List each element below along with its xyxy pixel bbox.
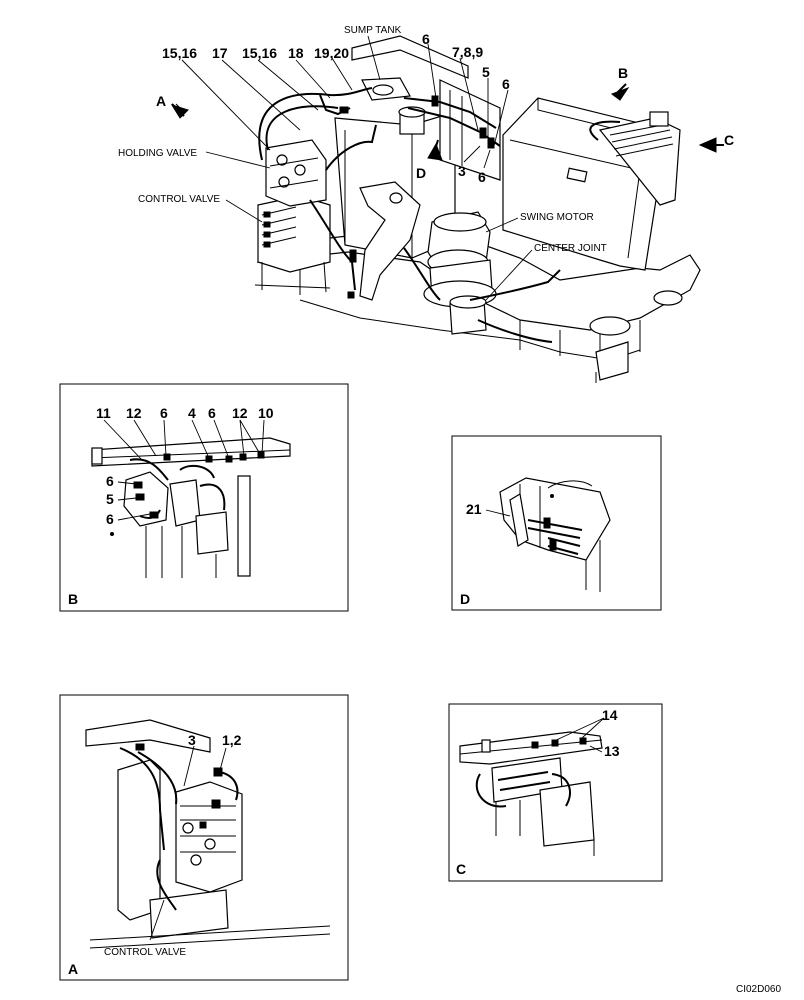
detail-a-view-letter: A — [68, 961, 78, 977]
label-control-valve: CONTROL VALVE — [138, 194, 220, 205]
detail-b-label-6-top-right: 6 — [208, 405, 216, 421]
detail-c-label-14: 14 — [602, 707, 618, 723]
view-arrow-b-label: B — [618, 65, 628, 81]
label-18: 18 — [288, 45, 304, 61]
detail-b — [59, 383, 349, 612]
view-arrow-c-label: C — [724, 132, 734, 148]
detail-b-view-letter: B — [68, 591, 78, 607]
label-5: 5 — [482, 64, 490, 80]
label-7-8-9: 7,8,9 — [452, 44, 483, 60]
label-17: 17 — [212, 45, 228, 61]
detail-a-label-1-2: 1,2 — [222, 732, 242, 748]
main-view — [170, 35, 724, 383]
label-holding-valve: HOLDING VALVE — [118, 148, 197, 159]
detail-b-label-6-side-upper: 6 — [106, 473, 114, 489]
detail-a — [59, 694, 349, 981]
label-15-16-left: 15,16 — [162, 45, 197, 61]
detail-b-label-10: 10 — [258, 405, 274, 421]
detail-d-label-21: 21 — [466, 501, 482, 517]
detail-d — [451, 435, 662, 611]
label-6-mid: 6 — [502, 76, 510, 92]
drawing-code: CI02D060 — [736, 984, 781, 995]
detail-a-label-3: 3 — [188, 732, 196, 748]
view-arrow-d-label: D — [416, 165, 426, 181]
detail-c-view-letter: C — [456, 861, 466, 877]
detail-b-label-12-right: 12 — [232, 405, 248, 421]
detail-b-label-12-left: 12 — [126, 405, 142, 421]
detail-a-label-control-valve: CONTROL VALVE — [104, 947, 186, 958]
label-6-low: 6 — [478, 169, 486, 185]
detail-d-view-letter: D — [460, 591, 470, 607]
label-15-16-right: 15,16 — [242, 45, 277, 61]
detail-c — [448, 703, 663, 882]
detail-b-label-6-top-left: 6 — [160, 405, 168, 421]
detail-b-label-4: 4 — [188, 405, 196, 421]
detail-c-label-13: 13 — [604, 743, 620, 759]
detail-b-label-6-side-lower: 6 — [106, 511, 114, 527]
label-center-joint: CENTER JOINT — [534, 243, 607, 254]
label-19-20: 19,20 — [314, 45, 349, 61]
detail-b-label-5: 5 — [106, 491, 114, 507]
label-3: 3 — [458, 163, 466, 179]
label-swing-motor: SWING MOTOR — [520, 212, 594, 223]
label-6-top: 6 — [422, 31, 430, 47]
view-arrow-a-label: A — [156, 93, 166, 109]
detail-b-label-11: 11 — [96, 405, 111, 421]
label-sump-tank: SUMP TANK — [344, 25, 402, 36]
